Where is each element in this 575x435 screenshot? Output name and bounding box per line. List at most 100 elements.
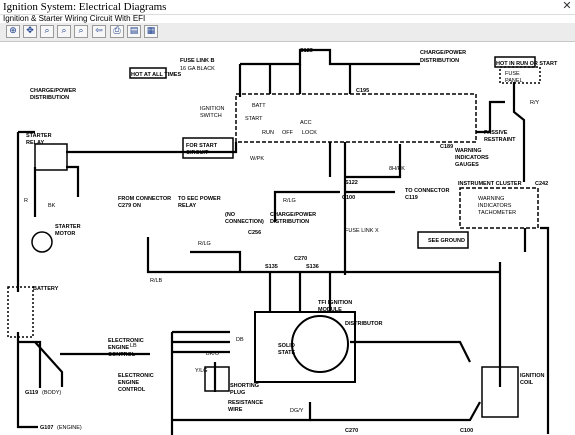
print-icon[interactable]: ⎙ <box>110 25 124 38</box>
passive-restraint-label: PASSIVE <box>484 130 508 136</box>
back-icon[interactable]: ⇦ <box>92 25 106 38</box>
distributor-label: DISTRIBUTOR <box>345 321 383 327</box>
starter-motor-label-2: MOTOR <box>55 231 75 237</box>
splice-s122-label: S122 <box>345 180 358 186</box>
cluster-warning-label: WARNING <box>478 196 504 202</box>
fuse-link-b-label: FUSE LINK B <box>180 58 215 64</box>
connector-c270-label: C270 <box>294 256 307 262</box>
tfi-module-label-2: MODULE <box>318 307 342 313</box>
solid-state-label-2: STATE <box>278 350 296 356</box>
connector-c100-label: C100 <box>342 195 355 201</box>
wire-color-r-lg: R/LG <box>283 198 296 204</box>
warning-indicators-label-3: GAUGES <box>455 162 479 168</box>
wire-color-dg-y: DG/Y <box>290 408 304 414</box>
wire-color-lb: LB <box>130 343 137 349</box>
ignition-coil-label: IGNITION <box>520 373 544 379</box>
connector-c195-label: C195 <box>356 88 369 94</box>
to-connector-c119-label: TO CONNECTOR <box>405 188 449 194</box>
shorting-plug-label-2: PLUG <box>230 390 245 396</box>
zoom-fit-icon[interactable]: ⌕ <box>74 25 88 38</box>
see-ground-label: SEE GROUND <box>428 238 465 244</box>
connector-c256-label: C256 <box>248 230 261 236</box>
connector-c100-bottom-label: C100 <box>460 428 473 434</box>
eec-b-label-3: CONTROL <box>118 387 146 393</box>
for-start-circuit-label: FOR START <box>186 143 218 149</box>
battery-label: BATTERY <box>33 286 59 292</box>
no-connection-label: (NO <box>225 212 236 218</box>
charge-power-left-label-2: DISTRIBUTION <box>30 95 69 101</box>
splice-s135-label: S135 <box>265 264 278 270</box>
wiring-diagram-svg: FUSE LINK B 16 GA BLACK S123 CHARGE/POWE… <box>7 48 558 435</box>
eec-b-label-2: ENGINE <box>118 380 139 386</box>
fuse-panel-label: FUSE <box>505 71 520 77</box>
starter-relay-label-2: RELAY <box>26 140 44 146</box>
wire-color-db: DB <box>236 337 244 343</box>
wire-color-bk-o: BK/O <box>206 351 220 357</box>
switch-off-label: OFF <box>282 130 294 136</box>
switch-lock-label: LOCK <box>302 130 317 136</box>
wire-color-bk: BK <box>48 203 56 209</box>
fuse-link-x-label: FUSE LINK X <box>345 228 379 234</box>
instrument-cluster-label: INSTRUMENT CLUSTER <box>458 181 522 187</box>
pan-icon[interactable]: ✥ <box>23 25 37 38</box>
for-start-circuit-label-2: CIRCUIT <box>186 150 209 156</box>
resistance-wire-label-2: WIRE <box>228 407 243 413</box>
diagram-subtitle: Ignition & Starter Wiring Circuit With E… <box>3 14 146 23</box>
fuse-link-b-wire-label: 16 GA BLACK <box>180 66 215 72</box>
eec-label-3: CONTROL <box>108 352 136 358</box>
ignition-switch-label: IGNITION <box>200 106 224 112</box>
charge-power-left-label: CHARGE/POWER <box>30 88 76 94</box>
charge-power-mid-label-2: DISTRIBUTION <box>270 219 309 225</box>
ground-g119-sub-label: (BODY) <box>42 390 61 396</box>
splice-s136-label: S136 <box>306 264 319 270</box>
starter-relay-label: STARTER <box>26 133 52 139</box>
zoom-region-icon[interactable]: ⌕ <box>40 25 54 38</box>
switch-start-label: START <box>245 116 263 122</box>
switch-acc-label: ACC <box>300 120 312 126</box>
shorting-plug-label: SHORTING <box>230 383 259 389</box>
splice-s123-label: S123 <box>300 48 313 54</box>
ground-g107-sub-label: (ENGINE) <box>57 425 82 431</box>
starter-motor-label: STARTER <box>55 224 81 230</box>
window-title: Ignition System: Electrical Diagrams <box>3 1 167 13</box>
hot-in-run-label: HOT IN RUN OR START <box>496 61 558 67</box>
wire-color-w-pk: W/PK <box>250 156 264 162</box>
solid-state-label: SOLID <box>278 343 295 349</box>
from-connector-label-2: C279 ON <box>118 203 141 209</box>
from-connector-label: FROM CONNECTOR <box>118 196 171 202</box>
view-icon[interactable]: ▤ <box>127 25 141 38</box>
passive-restraint-label-2: RESTRAINT <box>484 137 516 143</box>
window-icon[interactable]: ▦ <box>144 25 158 38</box>
zoom-out-icon[interactable]: ⌕ <box>57 25 71 38</box>
warning-indicators-label: WARNING <box>455 148 482 154</box>
wiring-diagram[interactable]: FUSE LINK B 16 GA BLACK S123 CHARGE/POWE… <box>0 42 575 435</box>
to-connector-c119-label-2: C119 <box>405 195 418 201</box>
title-bar: Ignition System: Electrical Diagrams ✕ <box>0 0 575 15</box>
ignition-coil-label-2: COIL <box>520 380 534 386</box>
zoom-in-icon[interactable]: ⊕ <box>6 25 20 38</box>
to-eec-label: TO EEC POWER <box>178 196 221 202</box>
cluster-warning-label-2: INDICATORS <box>478 203 512 209</box>
tfi-module-label: TFI IGNITION <box>318 300 352 306</box>
wire-color-y-lg: Y/LG <box>195 368 208 374</box>
ground-g119-label: G119 <box>25 390 38 396</box>
ground-g107-label: G107 <box>40 425 53 431</box>
charge-power-top-label-2: DISTRIBUTION <box>420 58 459 64</box>
ignition-switch-label-2: SWITCH <box>200 113 222 119</box>
warning-indicators-label-2: INDICATORS <box>455 155 489 161</box>
to-eec-label-2: RELAY <box>178 203 196 209</box>
hot-at-all-times-label: HOT AT ALL TIMES <box>131 72 181 78</box>
charge-power-top-label: CHARGE/POWER <box>420 50 466 56</box>
eec-label-2: ENGINE <box>108 345 129 351</box>
connector-c270-bottom-label: C270 <box>345 428 358 434</box>
close-icon[interactable]: ✕ <box>562 0 572 12</box>
tachometer-label: TACHOMETER <box>478 210 516 216</box>
switch-run-label: RUN <box>262 130 274 136</box>
connector-c242-label: C242 <box>535 181 548 187</box>
resistance-wire-label: RESISTANCE <box>228 400 263 406</box>
eec-label: ELECTRONIC <box>108 338 144 344</box>
wire-color-r-y: R/Y <box>530 100 540 106</box>
connector-c189-label: C189 <box>440 144 453 150</box>
eec-b-label: ELECTRONIC <box>118 373 154 379</box>
